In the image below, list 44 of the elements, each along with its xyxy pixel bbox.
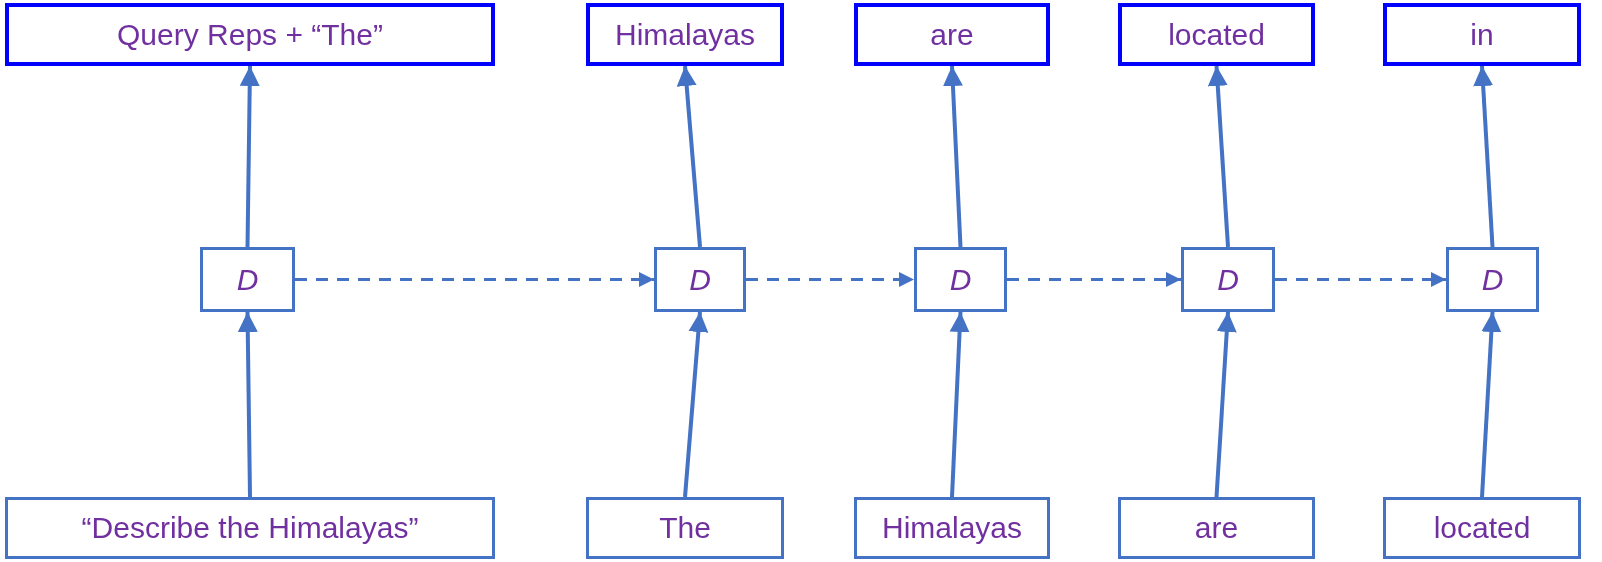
dashed-arrow <box>1007 272 1181 287</box>
input-token-box <box>586 497 784 559</box>
token-text: are <box>930 17 974 52</box>
arrow <box>1214 311 1237 498</box>
token-text: D <box>236 262 259 297</box>
arrow <box>676 65 702 248</box>
arrow <box>1207 65 1230 248</box>
token-text: The <box>659 511 711 545</box>
token-text: D <box>949 262 972 297</box>
arrow <box>949 311 970 498</box>
input-token-box <box>1383 497 1581 559</box>
dashed-arrow <box>1275 272 1446 287</box>
output-token-box <box>5 3 495 66</box>
output-token-box <box>1118 3 1315 66</box>
dashed-arrow <box>746 272 914 287</box>
input-token-box <box>1118 497 1315 559</box>
token-text: D <box>1217 262 1239 297</box>
output-token-box <box>586 3 784 66</box>
decoder-box <box>1181 247 1275 312</box>
output-token-box <box>854 3 1050 66</box>
arrow <box>1473 65 1495 248</box>
decoder-box <box>200 247 295 312</box>
input-token-box <box>854 497 1050 559</box>
arrow <box>683 311 709 498</box>
arrow <box>237 311 258 498</box>
token-text: are <box>1194 511 1239 545</box>
arrow <box>239 65 260 248</box>
arrow <box>1480 311 1502 498</box>
decoder-box <box>1446 247 1539 312</box>
dashed-arrow <box>295 272 654 287</box>
arrow <box>942 65 963 248</box>
token-text: Query Reps + “The” <box>117 17 383 52</box>
decoder-box <box>914 247 1007 312</box>
token-text: Himalayas <box>881 511 1022 545</box>
decoder-box <box>654 247 746 312</box>
token-text: located <box>1168 17 1265 52</box>
token-text: D <box>689 262 711 297</box>
input-token-box <box>5 497 495 559</box>
token-text: “Describe the Himalayas” <box>81 511 419 545</box>
token-text: D <box>1481 262 1504 297</box>
token-text: in <box>1470 17 1494 52</box>
token-text: located <box>1433 511 1531 545</box>
token-text: Himalayas <box>614 17 755 52</box>
output-token-box <box>1383 3 1581 66</box>
